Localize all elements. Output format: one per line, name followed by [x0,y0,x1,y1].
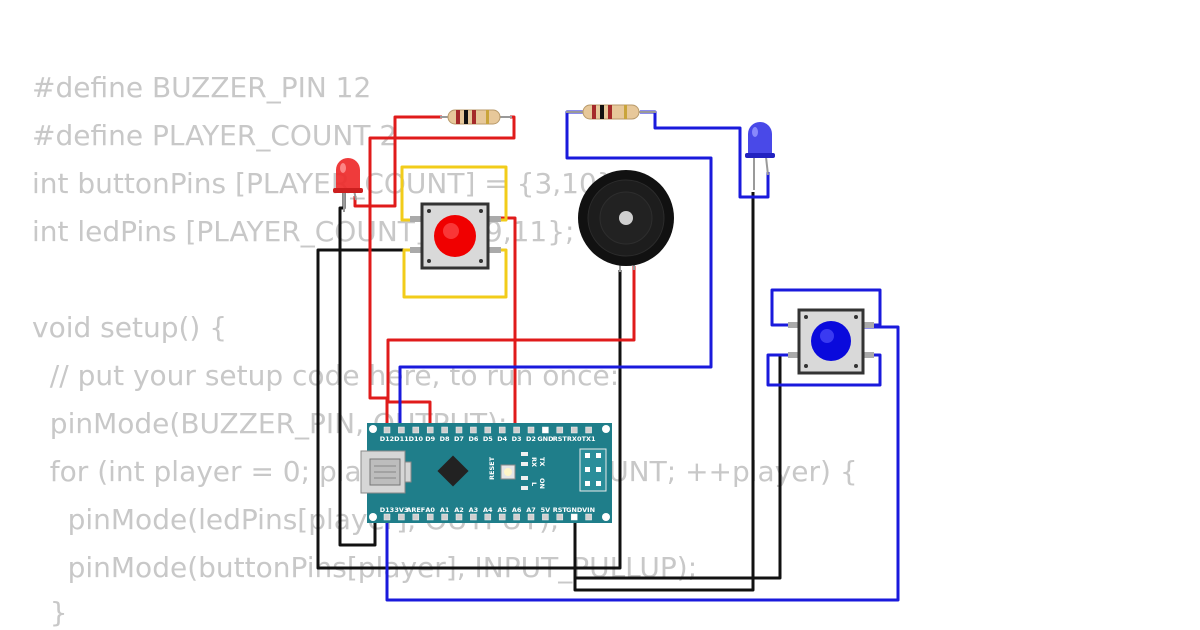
pin-label: D13 [380,506,394,514]
pin-pad-a3[interactable] [470,513,477,521]
wire-blue[interactable] [385,325,900,602]
pin-label: 3V3 [394,506,408,514]
pin-label: AREF [406,506,425,514]
pin-label: A5 [497,506,507,514]
pin-label: 5V [541,506,551,514]
led-label-on: ON [538,478,546,489]
wire-red[interactable] [353,115,442,208]
pin-label: TX1 [582,435,596,443]
pin-label: A0 [425,506,435,514]
pin-label: D3 [512,435,522,443]
pin-pad-d5[interactable] [484,426,492,434]
wire-blue[interactable] [398,110,713,428]
pin-label: GND [537,435,554,443]
pin-label: D10 [409,435,424,443]
pin-label: D7 [454,435,464,443]
pin-label: A2 [454,506,464,514]
code-line: } [32,596,68,629]
pin-pad-d10[interactable] [412,426,420,434]
piezo-buzzer[interactable] [578,170,674,272]
pin-pad-d13[interactable] [383,513,391,521]
pin-label: D11 [394,435,409,443]
red-led[interactable] [333,158,363,212]
pin-pad-gnd[interactable] [542,426,549,434]
pin-label: D9 [425,435,435,443]
pin-pad-rst[interactable] [556,513,564,521]
pin-pad-d12[interactable] [383,426,391,434]
red-pushbutton[interactable] [410,202,501,270]
pin-pad-a4[interactable] [484,513,492,521]
pin-pad-d4[interactable] [498,426,506,434]
wire-blue[interactable] [766,353,882,387]
pin-label: RX0 [567,435,582,443]
wire-blue[interactable] [770,288,882,327]
led-label-tx: TX [538,457,546,466]
pin-pad-a5[interactable] [498,513,506,521]
pin-pad-d3[interactable] [513,426,520,434]
wire-yellow[interactable] [402,248,508,299]
pin-pad-rx0[interactable] [570,426,578,434]
pin-label: D4 [497,435,507,443]
pin-pad-rst[interactable] [556,426,564,434]
resistor[interactable] [566,104,656,120]
blue-pushbutton[interactable] [788,308,874,375]
pin-label: D12 [380,435,394,443]
pin-pad-gnd[interactable] [570,513,578,521]
pin-label: D6 [468,435,478,443]
wire-red[interactable] [368,115,516,428]
code-line: #define BUZZER_PIN 12 [32,71,372,104]
pin-pad-d9[interactable] [426,426,434,434]
pin-label: A3 [469,506,479,514]
reset-label: RESET [488,456,496,480]
pin-label: D2 [526,435,536,443]
resistor[interactable] [440,109,512,125]
pin-pad-d6[interactable] [470,426,477,434]
pin-label: D5 [483,435,493,443]
pin-label: RST [553,506,568,514]
pin-pad-3v3[interactable] [398,513,405,521]
pin-pad-d8[interactable] [441,426,448,434]
code-line: #define PLAYER_COUNT 2 [32,119,398,152]
code-line: void setup() { [32,311,228,344]
pin-pad-a6[interactable] [513,513,520,521]
pin-pad-a2[interactable] [455,513,463,521]
blue-led[interactable] [745,122,775,190]
pin-pad-tx1[interactable] [585,426,592,434]
pin-pad-d7[interactable] [455,426,463,434]
wire-yellow[interactable] [400,165,508,222]
pin-label: A1 [440,506,450,514]
wire-black[interactable] [573,192,755,592]
pin-pad-a0[interactable] [426,513,434,521]
pin-pad-5v[interactable] [542,513,549,521]
pin-label: A4 [483,506,493,514]
led-label-l: L [530,482,538,486]
pin-pad-d11[interactable] [398,426,405,434]
pin-pad-a7[interactable] [527,513,535,521]
pin-pad-vin[interactable] [585,513,592,521]
pin-label: GND [566,506,583,514]
pin-label: VIN [582,506,595,514]
pin-label: RST [553,435,568,443]
pin-pad-aref[interactable] [412,513,420,521]
pin-label: D8 [440,435,450,443]
pin-pad-a1[interactable] [441,513,448,521]
pin-label: A6 [512,506,522,514]
wire-red[interactable] [386,266,636,428]
pin-pad-d2[interactable] [527,426,535,434]
pin-label: A7 [526,506,536,514]
wire-black[interactable] [316,248,622,570]
led-label-rx: RX [530,457,538,467]
